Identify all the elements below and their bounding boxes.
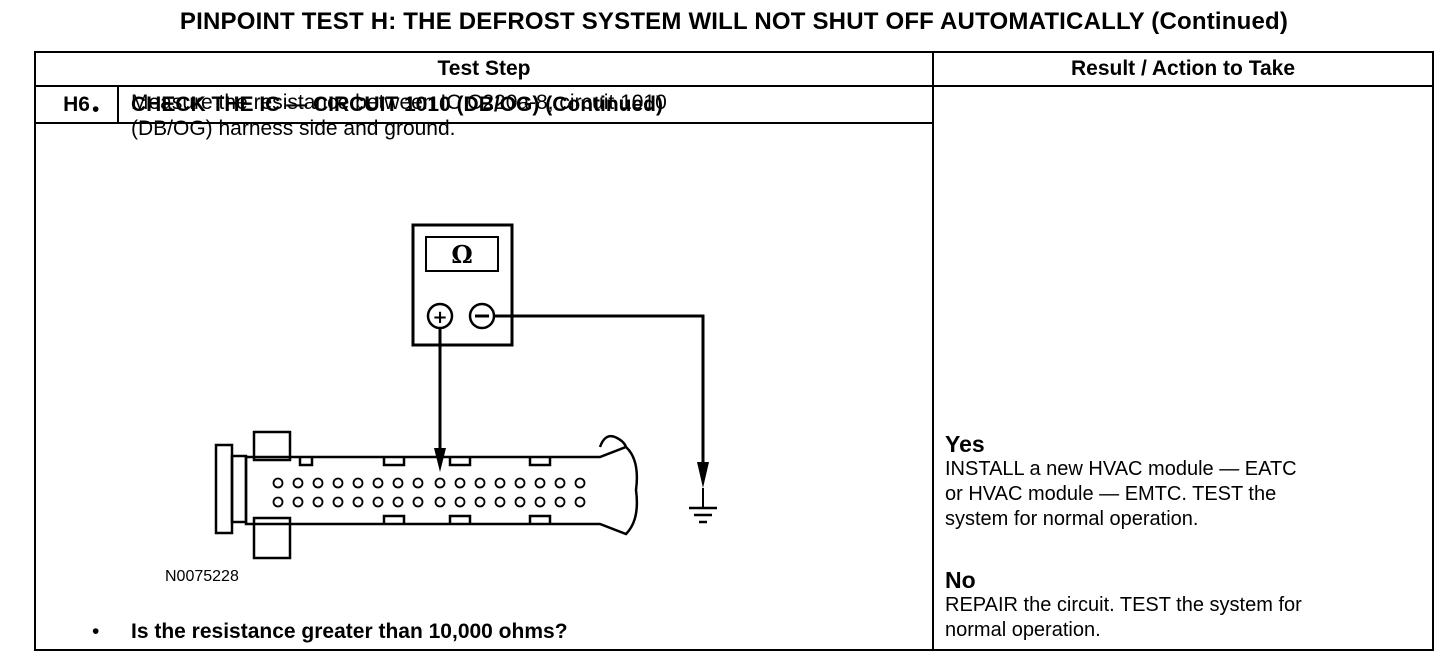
test-step-column: H6 CHECK THE IC — CIRCUIT 1010 (DB/OG) (… [36,87,934,649]
result-no: No REPAIR the circuit. TEST the system f… [945,567,1415,643]
result-action-header: Result / Action to Take [934,53,1432,87]
connector-icon [214,430,639,560]
instruction-line-2: (DB/OG) harness side and ground. [131,117,456,140]
yes-line-1: INSTALL a new HVAC module — EATC [945,458,1297,480]
figure-id: N0075228 [165,568,239,585]
step-id: H6 [36,87,119,124]
instruction-text: Measure the resistance between IC C220a-… [131,90,851,142]
yes-label: Yes [945,431,985,457]
no-line-2: normal operation. [945,619,1101,641]
page-title: PINPOINT TEST H: THE DEFROST SYSTEM WILL… [179,8,1289,35]
test-step-header: Test Step [36,53,934,87]
no-line-1: REPAIR the circuit. TEST the system for [945,594,1302,616]
instruction-line-1: Measure the resistance between IC C220a-… [131,91,667,114]
result-yes: Yes INSTALL a new HVAC module — EATC or … [945,431,1415,532]
yes-line-2: or HVAC module — EMTC. TEST the [945,483,1277,505]
no-label: No [945,567,976,593]
ohm-symbol: Ω [451,240,472,269]
test-leads [434,314,709,488]
plus-label: + [432,307,447,328]
yes-line-3: system for normal operation. [945,508,1199,530]
bullet-icon: • [92,98,100,121]
ground-symbol-icon [689,488,717,524]
step-title: CHECK THE IC — CIRCUIT 1010 (DB/OG) (Con… [119,87,932,124]
ohmmeter-icon: Ω + [411,223,514,347]
pinpoint-test-table: Test Step Result / Action to Take H6 CHE… [34,51,1434,651]
question-text: Is the resistance greater than 10,000 oh… [131,620,568,643]
bullet-icon: • [92,620,100,643]
